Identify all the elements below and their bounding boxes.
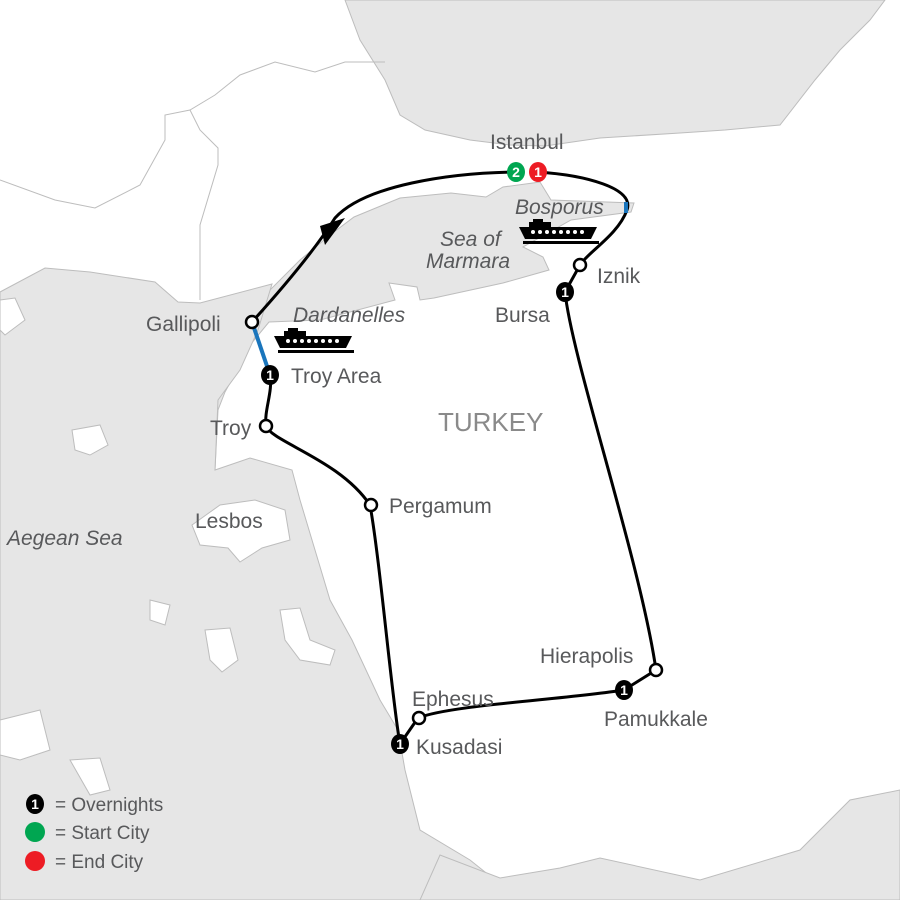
label-pergamum: Pergamum — [389, 495, 492, 518]
label-troy: Troy — [210, 417, 252, 440]
label-kusadasi: Kusadasi — [416, 736, 502, 759]
troy-area-overnight-marker[interactable]: 1 — [261, 365, 279, 385]
pamukkale-overnight-marker[interactable]: 1 — [615, 680, 633, 700]
stop-gallipoli[interactable] — [244, 314, 260, 330]
label-marmara: Marmara — [426, 250, 510, 273]
direction-arrow-icon — [320, 218, 345, 245]
label-sea-of: Sea of — [440, 228, 503, 251]
label-aegean-sea: Aegean Sea — [5, 527, 123, 550]
bursa-overnight-marker[interactable]: 1 — [556, 282, 574, 302]
overnight-count: 1 — [534, 164, 542, 180]
ship-icon — [274, 328, 354, 353]
lesbos-island — [191, 499, 291, 563]
label-bosporus: Bosporus — [515, 196, 604, 219]
overnight-count: 1 — [561, 284, 569, 300]
istanbul-start-marker[interactable]: 2 — [507, 162, 525, 182]
border-line — [0, 61, 385, 209]
stop-pergamum[interactable] — [363, 497, 379, 513]
island — [149, 599, 171, 626]
stop-iznik[interactable] — [572, 257, 588, 273]
legend-overnight-number: 1 — [31, 796, 39, 812]
label-dardanelles: Dardanelles — [293, 304, 406, 327]
island — [71, 424, 109, 456]
mediterranean-sea — [419, 789, 900, 900]
overnight-legend-icon — [26, 794, 44, 814]
black-sea — [344, 0, 886, 147]
stop-ephesus[interactable] — [411, 710, 427, 726]
kusadasi-overnight-marker[interactable]: 1 — [391, 734, 409, 754]
legend-end-city: = End City — [55, 852, 144, 873]
label-troy-area: Troy Area — [291, 365, 382, 388]
stop-troy[interactable] — [258, 418, 274, 434]
stop-hierapolis[interactable] — [648, 662, 664, 678]
route-line — [264, 170, 658, 748]
legend-start-city: = Start City — [55, 823, 150, 844]
island — [0, 297, 26, 336]
label-istanbul: Istanbul — [490, 131, 564, 154]
island — [0, 709, 51, 761]
end-legend-icon — [25, 851, 45, 871]
label-ephesus: Ephesus — [412, 688, 494, 711]
label-bursa: Bursa — [495, 304, 550, 327]
label-hierapolis: Hierapolis — [540, 645, 633, 668]
overnight-count: 1 — [620, 682, 628, 698]
start-legend-icon — [25, 822, 45, 842]
legend-overnights: = Overnights — [55, 795, 163, 816]
label-pamukkale: Pamukkale — [604, 708, 708, 731]
aegean-sea — [0, 267, 521, 900]
istanbul-end-marker[interactable]: 1 — [529, 162, 547, 182]
legend: 1 = Overnights = Start City = End City — [25, 794, 163, 873]
overnight-count: 2 — [512, 164, 520, 180]
label-lesbos: Lesbos — [195, 510, 263, 533]
border-line — [189, 109, 219, 300]
label-turkey: TURKEY — [438, 407, 543, 437]
overnight-count: 1 — [266, 367, 274, 383]
route-line — [250, 170, 516, 324]
chios-island — [204, 627, 239, 673]
label-gallipoli: Gallipoli — [146, 313, 221, 336]
samos-island — [279, 607, 336, 666]
label-iznik: Iznik — [597, 265, 641, 288]
overnight-count: 1 — [396, 736, 404, 752]
island — [69, 757, 111, 796]
